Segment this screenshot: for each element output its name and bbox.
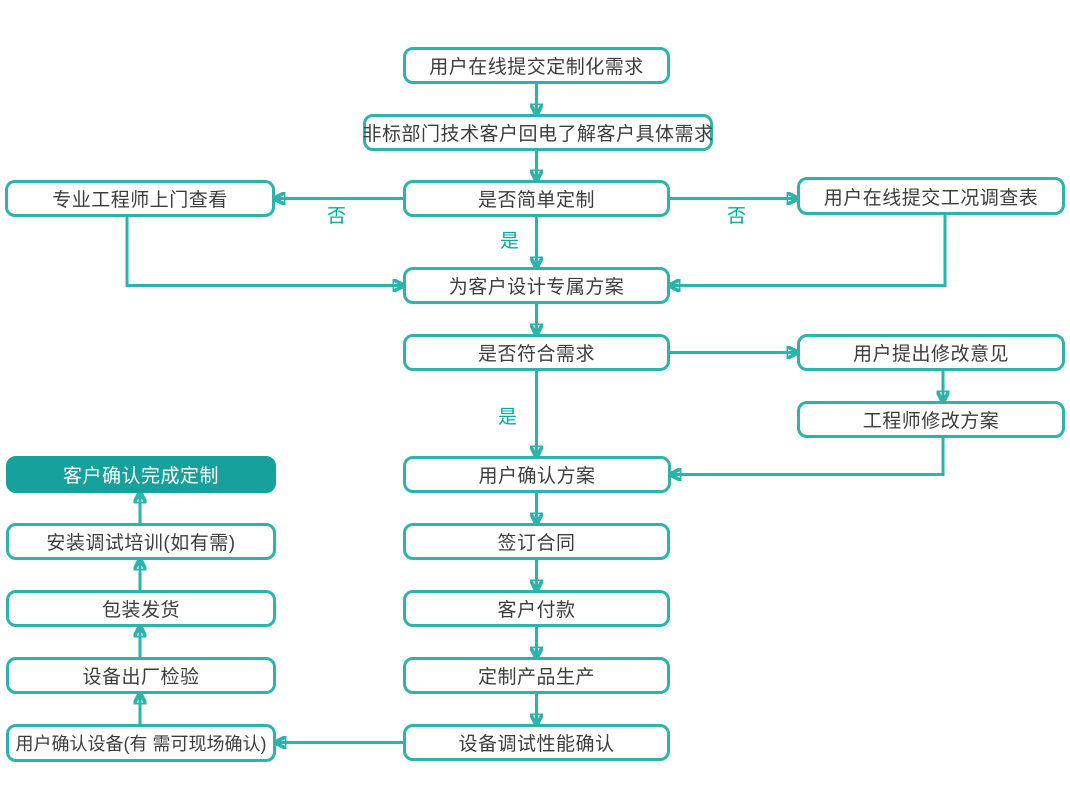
arrow-visit-to-design <box>125 217 403 286</box>
flow-node-sign-contract: 签订合同 <box>403 523 670 560</box>
flow-node-confirm-plan: 用户确认方案 <box>403 456 671 493</box>
flow-node-survey-form: 用户在线提交工况调查表 <box>797 177 1065 215</box>
flow-node-meets-needs: 是否符合需求 <box>403 334 670 371</box>
arrow-survey-to-design <box>670 215 947 286</box>
edge-label-no-left: 否 <box>327 206 347 227</box>
flow-node-callback: 非标部门技术客户回电了解客户具体需求 <box>363 114 713 151</box>
flow-node-submit-request: 用户在线提交定制化需求 <box>403 47 670 84</box>
edge-label-no-right: 否 <box>727 206 747 227</box>
flow-node-feedback: 用户提出修改意见 <box>797 334 1065 371</box>
arrow-revise-to-confirmplan <box>671 438 945 475</box>
flow-node-training: 安装调试培训(如有需) <box>6 523 276 560</box>
flow-node-design-plan: 为客户设计专属方案 <box>403 267 670 304</box>
flow-node-engineer-visit: 专业工程师上门查看 <box>5 180 275 217</box>
flow-node-shipping: 包装发货 <box>6 590 276 627</box>
flow-node-device-confirm: 用户确认设备(有 需可现场确认) <box>6 724 276 762</box>
flow-node-complete: 客户确认完成定制 <box>6 456 276 493</box>
edge-label-yes-simple: 是 <box>500 231 520 252</box>
flow-node-debug-confirm: 设备调试性能确认 <box>403 724 670 761</box>
flow-node-production: 定制产品生产 <box>403 657 670 694</box>
flow-node-revise-plan: 工程师修改方案 <box>797 401 1065 438</box>
flow-node-payment: 客户付款 <box>403 590 670 627</box>
flow-node-simple-custom: 是否简单定制 <box>403 180 670 217</box>
edge-label-yes-meets: 是 <box>498 407 518 428</box>
flow-node-factory-inspection: 设备出厂检验 <box>6 657 276 694</box>
